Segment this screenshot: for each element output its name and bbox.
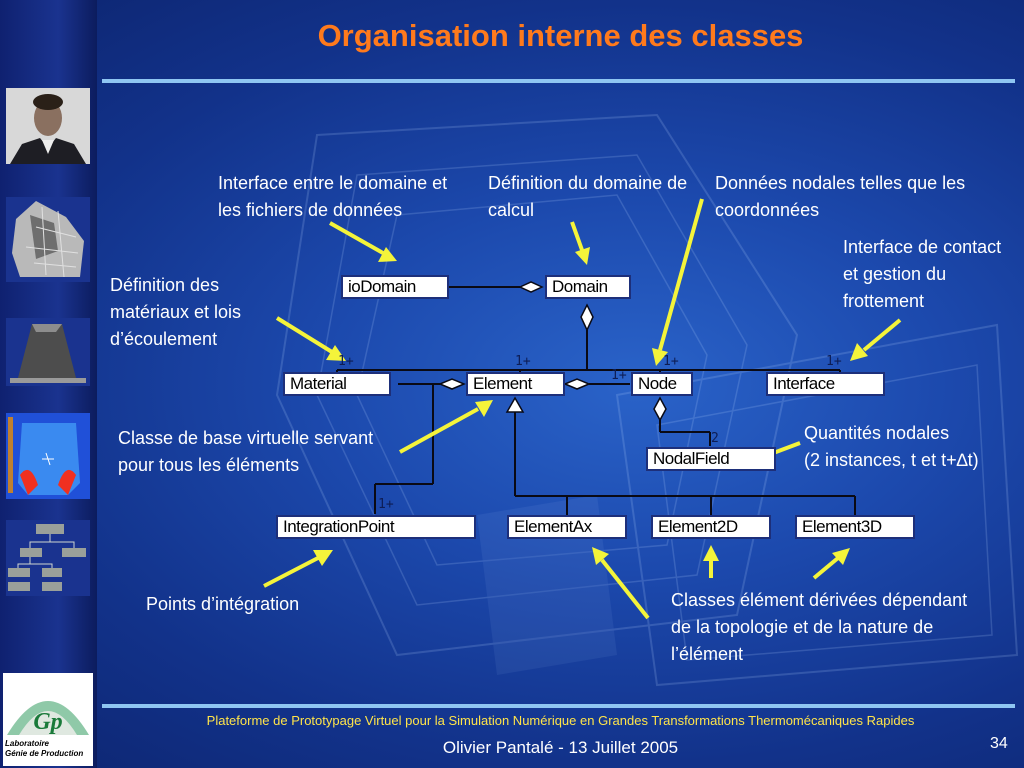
class-nodalfield: NodalField bbox=[646, 447, 776, 471]
aggregation-diamonds bbox=[438, 281, 667, 422]
class-material: Material bbox=[283, 372, 391, 396]
annotation-element: Classe de base virtuelle servant pour to… bbox=[118, 428, 374, 475]
page-number: 34 bbox=[990, 735, 1008, 752]
simulation-result-image bbox=[6, 413, 90, 499]
class-element2d: Element2D bbox=[651, 515, 771, 539]
multiplicity-interface: 1+ bbox=[826, 354, 842, 369]
class-node: Node bbox=[631, 372, 693, 396]
multiplicity-integrationpoint: 1+ bbox=[378, 497, 394, 512]
annotation-nodalfield-line1: Quantités nodales bbox=[804, 423, 950, 443]
multiplicity-element: 1+ bbox=[515, 354, 531, 369]
lab-name-line1: Laboratoire bbox=[5, 739, 50, 748]
author-portrait-image bbox=[6, 88, 90, 164]
class-element3d: Element3D bbox=[795, 515, 915, 539]
mesh-model-image bbox=[6, 197, 90, 282]
annotation-integrationpoint: Points d’intégration bbox=[146, 594, 300, 614]
cylinder-mesh-image bbox=[6, 318, 90, 386]
multiplicity-nodalfield: 2 bbox=[711, 431, 719, 446]
annotation-material: Définition des matériaux et lois d’écoul… bbox=[110, 275, 242, 349]
annotation-nodalfield-line2: (2 instances, t et t+∆t) bbox=[804, 450, 979, 470]
background-mesh-watermark bbox=[275, 113, 1019, 687]
pointer-arrows bbox=[263, 198, 902, 620]
class-element: Element bbox=[466, 372, 565, 396]
class-elementax: ElementAx bbox=[507, 515, 627, 539]
association-lines bbox=[336, 286, 856, 515]
multiplicity-node-domain: 1+ bbox=[663, 354, 679, 369]
slide-title: Organisation interne des classes bbox=[317, 18, 804, 53]
class-iodomain: ioDomain bbox=[341, 275, 449, 299]
annotation-interface: Interface de contact et gestion du frott… bbox=[843, 237, 1002, 311]
multiplicity-material: 1+ bbox=[338, 354, 354, 369]
annotation-domain: Définition du domaine de calcul bbox=[488, 173, 688, 220]
lab-logo: Gp Laboratoire Génie de Production bbox=[3, 673, 93, 766]
class-domain: Domain bbox=[545, 275, 631, 299]
annotation-iodomain: Interface entre le domaine et les fichie… bbox=[218, 173, 448, 220]
class-integrationpoint: IntegrationPoint bbox=[276, 515, 476, 539]
lab-name-line2: Génie de Production bbox=[5, 749, 84, 758]
class-diagram-thumbnail bbox=[6, 520, 90, 596]
annotation-derived-classes: Classes élément dérivées dépendant de la… bbox=[671, 590, 968, 664]
logo-letters: Gp bbox=[33, 709, 62, 735]
class-interface: Interface bbox=[766, 372, 885, 396]
gp-logo-icon: Gp bbox=[7, 701, 89, 735]
author-date: Olivier Pantalé - 13 Juillet 2005 bbox=[442, 738, 679, 757]
annotation-node: Données nodales telles que les coordonné… bbox=[715, 173, 966, 220]
inheritance-triangle bbox=[505, 396, 525, 413]
title-separator bbox=[102, 79, 1015, 83]
multiplicity-node-element: 1+ bbox=[611, 368, 627, 383]
footer-separator bbox=[102, 704, 1015, 708]
footer-text: Plateforme de Prototypage Virtuel pour l… bbox=[206, 713, 915, 728]
sidebar: Gp Laboratoire Génie de Production bbox=[0, 0, 97, 768]
